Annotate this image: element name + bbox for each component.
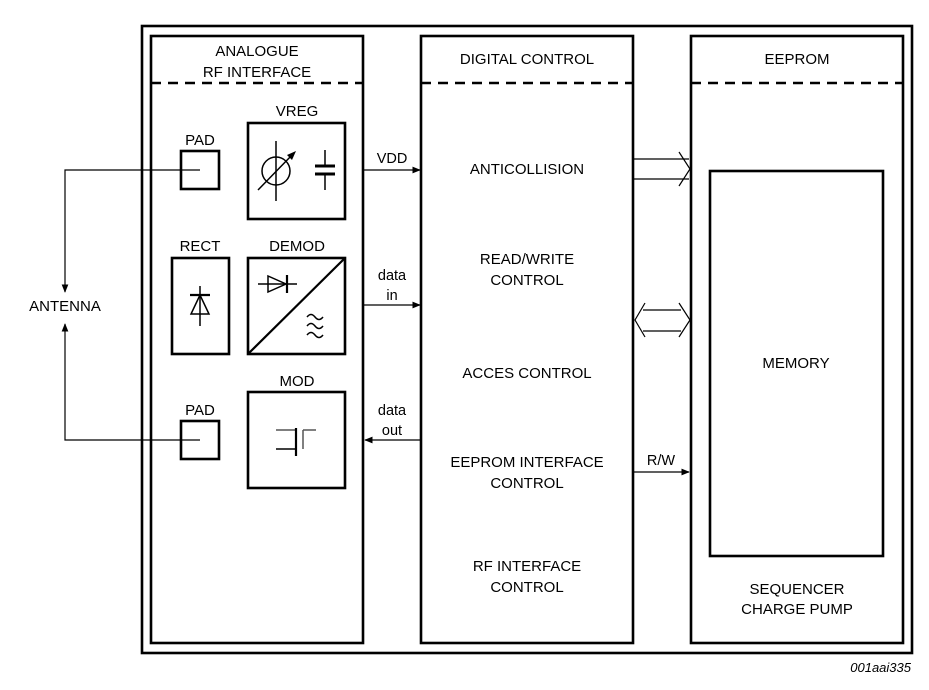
vreg-label: VREG (276, 103, 319, 120)
analogue-title-line2: RF INTERFACE (203, 64, 311, 81)
data-out-label-line1: data (378, 403, 407, 419)
rect-label: RECT (180, 238, 221, 255)
antenna-label: ANTENNA (29, 298, 101, 315)
demod-diagonal (247, 257, 346, 355)
demod-diode-icon (258, 274, 297, 294)
data-out-label-line2: out (382, 423, 402, 439)
function-rf-interface-line2: CONTROL (490, 579, 563, 596)
data-out-signal: data out (364, 403, 420, 444)
capacitor-icon (315, 150, 335, 190)
rectifier-diode-icon (189, 286, 211, 326)
mod-label: MOD (280, 373, 315, 390)
rw-label: R/W (647, 453, 676, 469)
analogue-block-frame (149, 34, 365, 645)
data-bus-bidirectional-arrow (634, 302, 691, 338)
transistor-switch-icon (276, 428, 316, 456)
pad-top-label: PAD (185, 132, 215, 149)
function-access-control: ACCES CONTROL (462, 365, 591, 382)
pad-bottom-label: PAD (185, 402, 215, 419)
analogue-rf-interface-block: ANALOGUE RF INTERFACE PAD VREG RECT (149, 34, 365, 645)
eeprom-title: EEPROM (764, 51, 829, 68)
data-in-label-line1: data (378, 268, 407, 284)
ac-wave-icon (306, 313, 324, 339)
rw-signal: R/W (633, 453, 690, 476)
analogue-title-line1: ANALOGUE (215, 43, 298, 60)
data-in-label-line2: in (386, 288, 397, 304)
function-eeprom-interface-line1: EEPROM INTERFACE (450, 454, 603, 471)
data-in-signal: data in (363, 268, 421, 309)
demod-box (246, 256, 347, 356)
function-rf-interface-line1: RF INTERFACE (473, 558, 581, 575)
sequencer-label: SEQUENCER (749, 581, 844, 598)
memory-box (708, 169, 885, 558)
rect-box (170, 256, 231, 356)
vreg-box (246, 121, 347, 221)
vdd-signal: VDD (363, 151, 421, 174)
vdd-label: VDD (377, 151, 408, 167)
antenna-wiring (61, 169, 200, 441)
address-bus-arrow (633, 151, 691, 187)
mod-box (246, 390, 347, 490)
function-read-write-line1: READ/WRITE (480, 251, 574, 268)
digital-block-frame (419, 34, 635, 645)
function-anticollision: ANTICOLLISION (470, 161, 584, 178)
demod-label: DEMOD (269, 238, 325, 255)
memory-label: MEMORY (762, 355, 829, 372)
function-eeprom-interface-line2: CONTROL (490, 475, 563, 492)
digital-title: DIGITAL CONTROL (460, 51, 594, 68)
eeprom-block: EEPROM MEMORY SEQUENCER CHARGE PUMP (689, 34, 905, 645)
chip-boundary (140, 24, 914, 655)
charge-pump-label: CHARGE PUMP (741, 601, 853, 618)
digital-control-block: DIGITAL CONTROL ANTICOLLISION READ/WRITE… (419, 34, 635, 645)
figure-id: 001aai335 (850, 660, 911, 675)
function-read-write-line2: CONTROL (490, 272, 563, 289)
variable-current-source-icon (257, 141, 296, 201)
eeprom-block-frame (689, 34, 905, 645)
